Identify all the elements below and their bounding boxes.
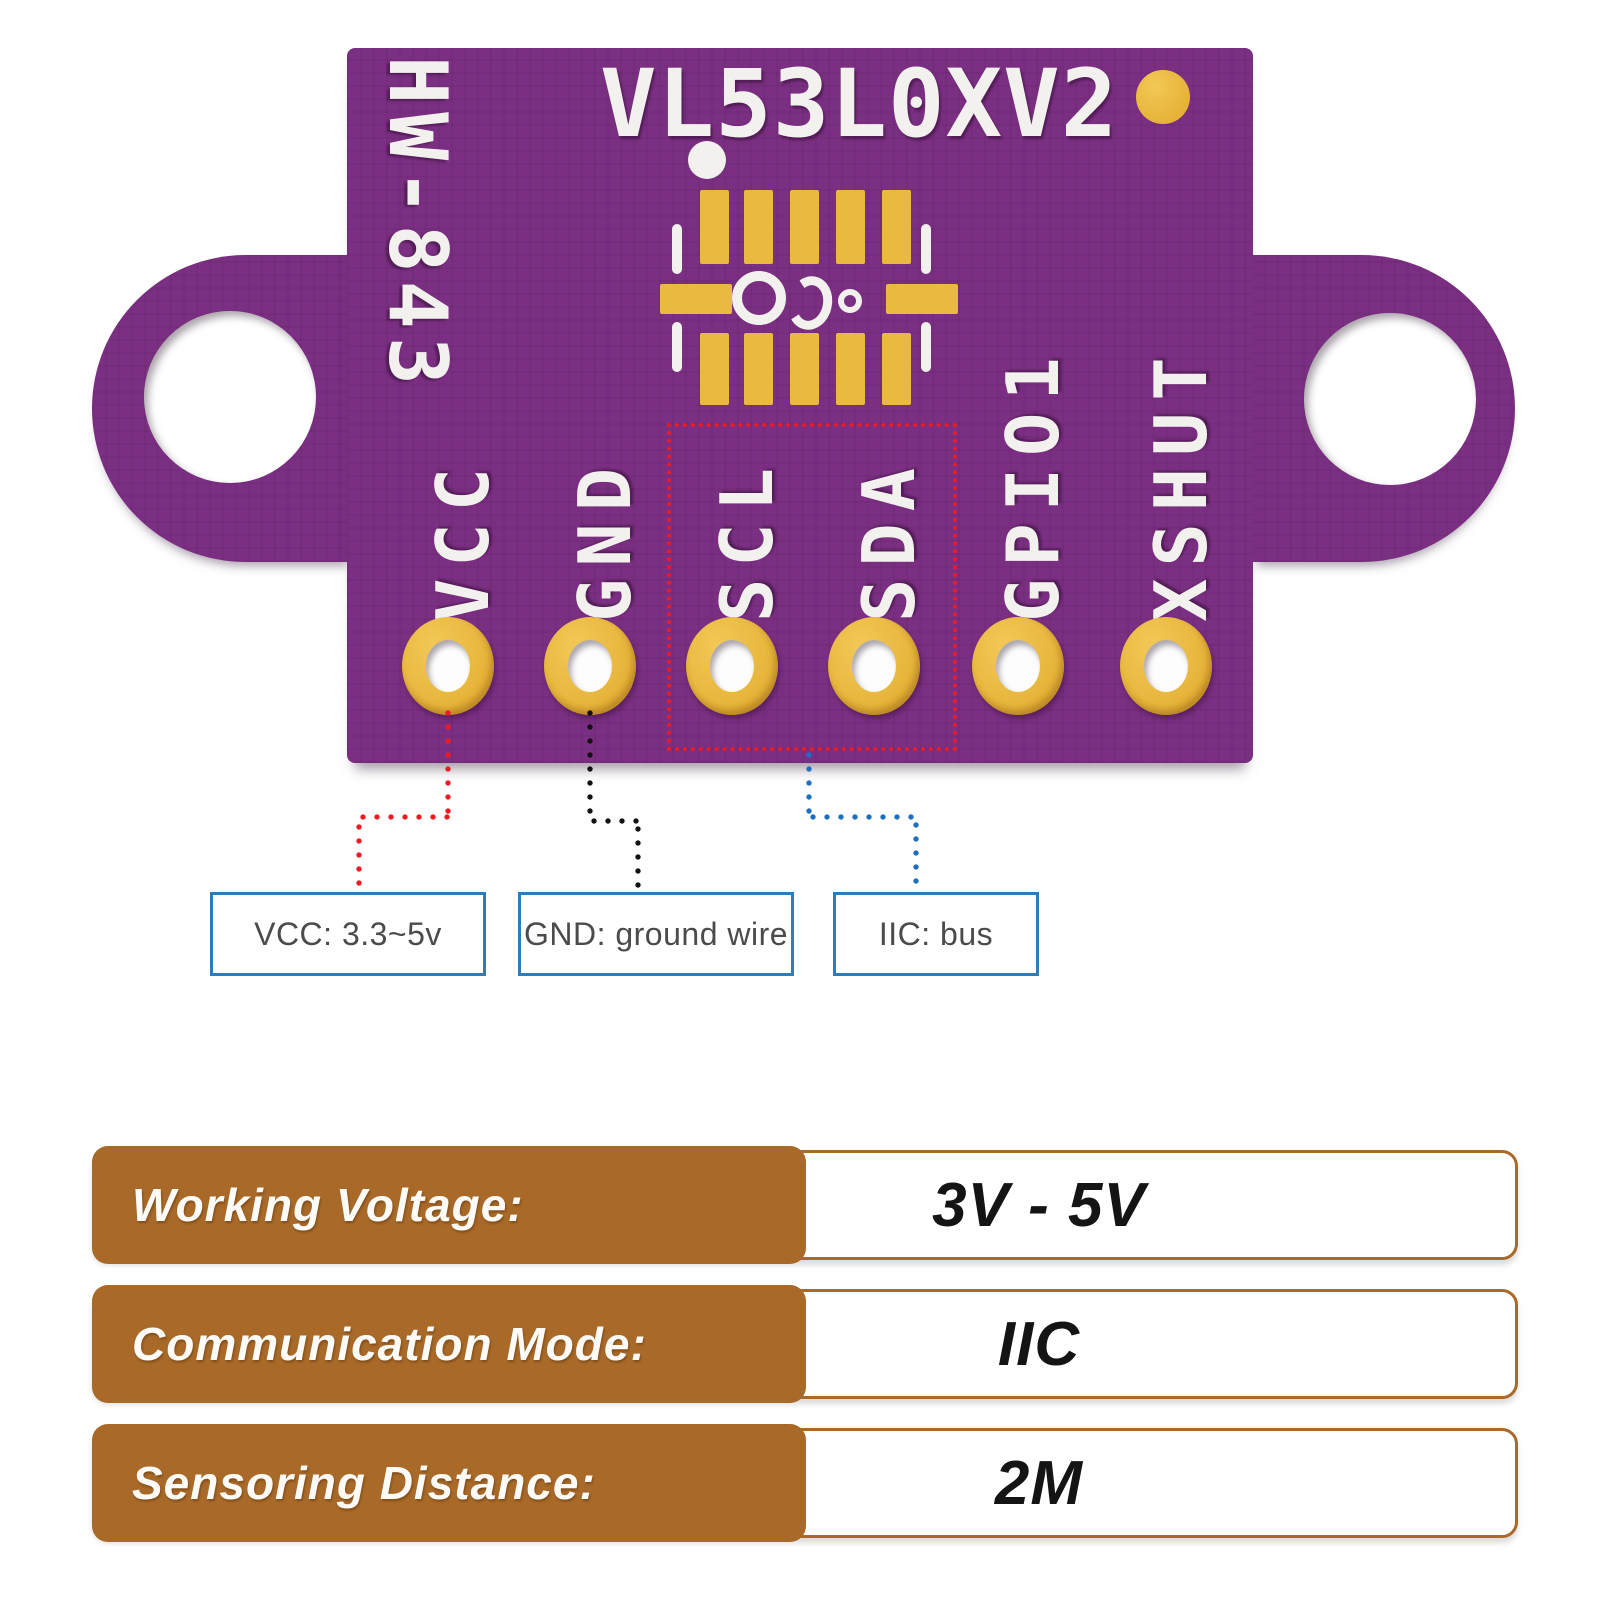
pin-label-xshut: XSHUT <box>1139 345 1223 622</box>
spec-value: 2M <box>994 1448 1084 1518</box>
spec-label: Communication Mode: <box>132 1318 647 1370</box>
footprint-pad <box>700 190 729 264</box>
spec-label: Sensoring Distance: <box>132 1457 596 1509</box>
gnd-leader-line <box>635 822 641 892</box>
spec-label-cell: Sensoring Distance: <box>92 1424 806 1542</box>
spec-value: 3V - 5V <box>932 1170 1146 1240</box>
iic-callout-text: IIC: bus <box>878 915 994 952</box>
iic-leader-line <box>806 748 812 818</box>
gnd-callout-box: GND: ground wire <box>518 892 794 976</box>
vcc-callout-box: VCC: 3.3~5v <box>210 892 486 976</box>
board-model-silkscreen: HW-843 <box>371 56 464 393</box>
pin-label-vcc: VCC <box>421 455 505 622</box>
iic-leader-line <box>913 818 919 892</box>
gnd-leader-line <box>587 706 593 822</box>
footprint-pad <box>886 284 958 314</box>
right-mounting-hole <box>1304 313 1476 485</box>
spec-value: IIC <box>997 1309 1081 1379</box>
vcc-leader-line <box>356 820 362 892</box>
silkscreen-dash <box>921 224 931 274</box>
footprint-pad <box>836 333 865 405</box>
pin-label-gnd: GND <box>563 455 647 622</box>
spec-label-cell: Working Voltage: <box>92 1146 806 1264</box>
iic-leader-line <box>806 814 918 820</box>
hole-vcc <box>426 640 470 692</box>
spec-row-working-voltage: Working Voltage: 3V - 5V <box>92 1146 1518 1264</box>
vcc-leader-line <box>445 706 451 820</box>
footprint-pad <box>744 190 773 264</box>
spec-row-sensoring-distance: Sensoring Distance: 2M <box>92 1424 1518 1542</box>
vcc-leader-line <box>356 814 450 820</box>
footprint-pad <box>882 190 911 264</box>
hole-gnd <box>568 640 612 692</box>
silkscreen-dash <box>921 322 931 372</box>
silkscreen-dash <box>672 322 682 372</box>
white-fiducial-dot <box>688 141 726 179</box>
footprint-pad <box>700 333 729 405</box>
gnd-callout-text: GND: ground wire <box>523 915 789 952</box>
gnd-leader-line <box>587 818 641 824</box>
pin1-marker-ring <box>838 289 862 313</box>
footprint-pad <box>790 190 819 264</box>
hole-xshut <box>1144 640 1188 692</box>
optical-center-ring <box>732 271 786 325</box>
pcb-body <box>347 48 1253 763</box>
footprint-pad <box>882 333 911 405</box>
board-title-silkscreen: VL53L0XV2 <box>600 50 1119 159</box>
iic-highlight-box <box>667 423 957 751</box>
spec-label: Working Voltage: <box>132 1179 524 1231</box>
hole-scl <box>710 640 754 692</box>
silkscreen-dash <box>672 224 682 274</box>
spec-row-communication-mode: Communication Mode: IIC <box>92 1285 1518 1403</box>
pin-label-gpio1: GPIO1 <box>991 345 1075 622</box>
spec-label-cell: Communication Mode: <box>92 1285 806 1403</box>
footprint-pad <box>660 284 732 314</box>
iic-callout-box: IIC: bus <box>833 892 1039 976</box>
hole-sda <box>852 640 896 692</box>
vcc-callout-text: VCC: 3.3~5v <box>254 915 442 952</box>
gold-corner-dot <box>1136 70 1190 124</box>
hole-gpio1 <box>996 640 1040 692</box>
footprint-pad <box>836 190 865 264</box>
footprint-pad <box>790 333 819 405</box>
left-mounting-hole <box>144 311 316 483</box>
footprint-pad <box>744 333 773 405</box>
